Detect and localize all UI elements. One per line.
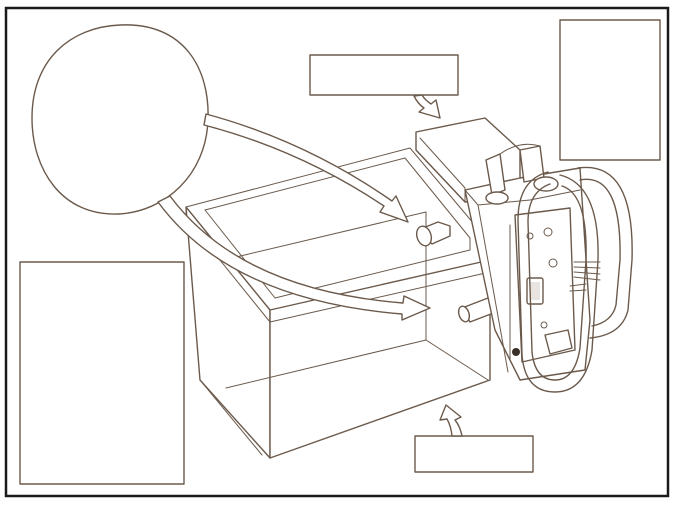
valve-cap-left <box>485 191 509 205</box>
power-switch-rocker <box>530 282 540 300</box>
valve-stem-right <box>519 145 545 183</box>
intake-tube-opening <box>457 305 471 323</box>
tank-rim-inner-back <box>204 157 471 239</box>
label-box-top-right <box>559 19 661 161</box>
panel-screw-left <box>526 232 534 240</box>
valve-bridge <box>499 143 541 155</box>
filter-lid-edge <box>415 131 466 203</box>
arrow-to-outlet-icon <box>203 113 409 223</box>
filter-lid-inner <box>419 137 466 203</box>
tank-rim-lip-front <box>269 271 491 323</box>
bottom-valve <box>544 329 573 355</box>
panel-knob-mid <box>548 258 558 268</box>
hose-front-outer <box>517 171 599 393</box>
valve-cap-right <box>533 176 559 192</box>
tank-floor-back <box>225 339 427 389</box>
arrow-to-intake-icon <box>157 195 431 321</box>
panel-knob-top <box>543 227 553 237</box>
arrow-top-center-icon <box>413 94 441 119</box>
valve-stem-left <box>485 153 506 196</box>
tank-floor-left <box>199 379 263 456</box>
label-box-left <box>19 261 185 485</box>
callout-circle <box>31 24 209 215</box>
indicator-light <box>512 348 520 356</box>
tank <box>185 147 491 459</box>
tank-rim-inner-front <box>204 209 471 299</box>
label-box-bottom-center <box>414 435 534 473</box>
hose-side-inner <box>579 178 621 327</box>
hose-side-outer <box>577 166 633 339</box>
hose-front-inner <box>527 183 587 381</box>
filter-body-edge-left <box>477 204 509 373</box>
filter-control-panel <box>514 207 576 363</box>
tank-water-line <box>231 211 427 259</box>
outlet-nozzle-opening <box>415 225 433 247</box>
filter-hoses <box>517 166 633 393</box>
label-box-top-center <box>309 54 459 96</box>
arrow-bottom-center-icon <box>439 404 463 437</box>
panel-screw-bottom <box>540 321 548 329</box>
filter-unit <box>415 117 591 381</box>
hose-coupler <box>569 261 601 292</box>
